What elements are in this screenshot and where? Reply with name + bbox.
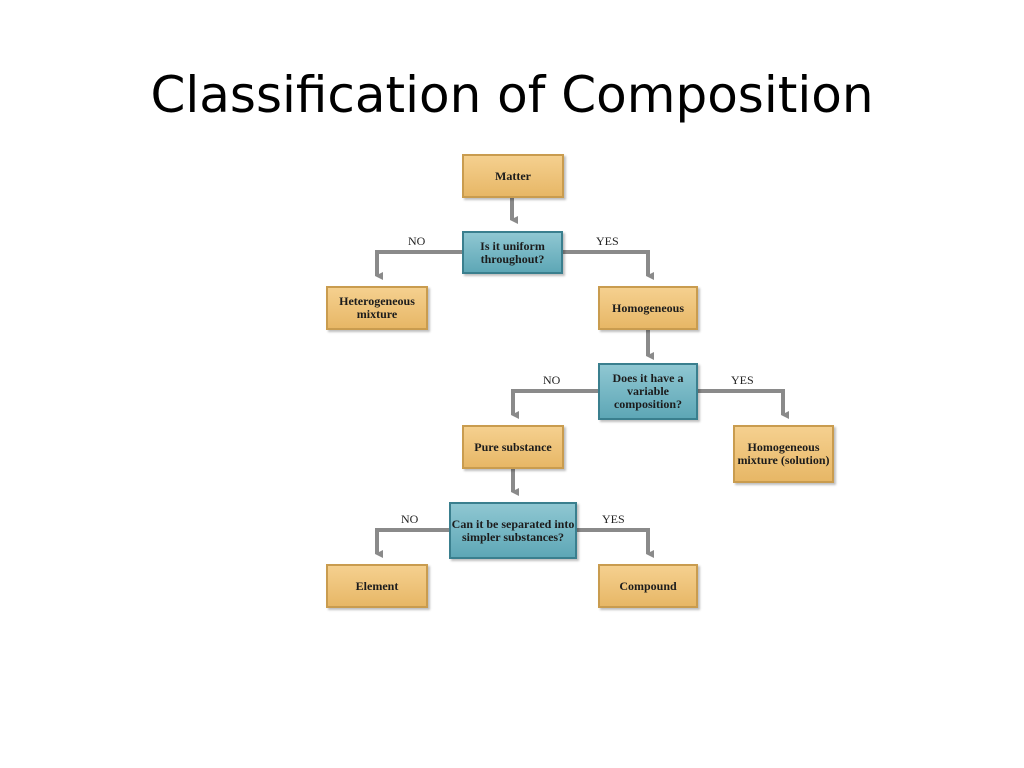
node-homogeneous: Homogeneous [598,286,698,330]
node-heterogeneous-mixture: Heterogeneous mixture [326,286,428,330]
connector-separated-no [375,528,449,558]
node-homogeneous-mixture-solution: Homogeneous mixture (solution) [733,425,834,483]
connector-variable-yes [698,389,789,419]
connector-uniform-no [375,250,462,280]
node-element: Element [326,564,428,608]
connector-uniform-yes [563,250,654,280]
node-question-separated: Can it be separated into simpler substan… [449,502,577,559]
edge-label-no: NO [408,234,426,248]
connector-separated-yes [577,528,654,558]
edge-label-yes: YES [731,373,754,387]
node-question-variable-composition: Does it have a variable composition? [598,363,698,420]
node-question-uniform: Is it uniform throughout? [462,231,563,274]
edge-label-no: NO [401,512,419,526]
node-compound: Compound [598,564,698,608]
edge-label-no: NO [543,373,561,387]
node-matter: Matter [462,154,564,198]
slide-title: Classification of Composition [150,66,874,124]
node-pure-substance: Pure substance [462,425,564,469]
edge-label-yes: YES [596,234,619,248]
connector-variable-no [511,389,598,419]
edge-label-yes: YES [602,512,625,526]
